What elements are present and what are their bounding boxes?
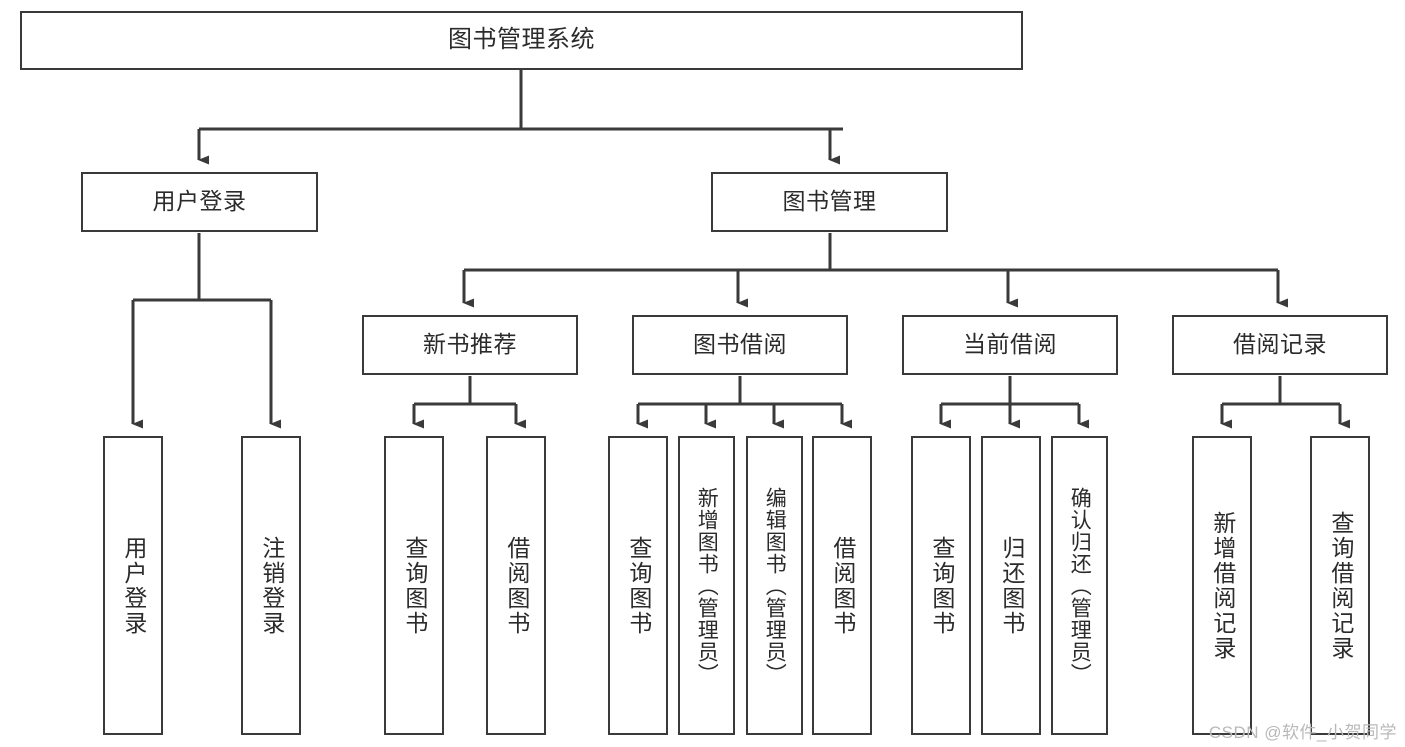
node-borrow-record[interactable]: 借阅记录 xyxy=(1172,315,1388,375)
node-book-borrow[interactable]: 图书借阅 xyxy=(632,315,848,375)
leaf-logout[interactable]: 注销登录 xyxy=(241,436,301,735)
node-label: 确认归还（管理员） xyxy=(1068,486,1092,685)
leaf-query-borrow-record[interactable]: 查询借阅记录 xyxy=(1310,436,1370,735)
leaf-add-book-admin[interactable]: 新增图书（管理员） xyxy=(678,436,735,735)
node-new-book-recommend[interactable]: 新书推荐 xyxy=(362,315,578,375)
node-label: 借阅图书 xyxy=(829,535,856,636)
leaf-user-login[interactable]: 用户登录 xyxy=(103,436,163,735)
node-label: 注销登录 xyxy=(258,535,285,636)
node-user-login[interactable]: 用户登录 xyxy=(81,172,318,232)
leaf-query-book-current[interactable]: 查询图书 xyxy=(911,436,971,735)
node-label: 查询图书 xyxy=(928,535,955,636)
node-label: 用户登录 xyxy=(120,535,147,636)
node-label: 查询借阅记录 xyxy=(1327,510,1354,661)
node-label: 归还图书 xyxy=(998,535,1025,636)
node-label: 用户登录 xyxy=(152,188,247,215)
node-root-system[interactable]: 图书管理系统 xyxy=(20,11,1023,70)
leaf-confirm-return-admin[interactable]: 确认归还（管理员） xyxy=(1051,436,1108,735)
leaf-query-book-new[interactable]: 查询图书 xyxy=(384,436,444,735)
node-label: 图书借阅 xyxy=(693,331,787,358)
node-label: 新增借阅记录 xyxy=(1209,510,1236,661)
node-label: 查询图书 xyxy=(625,535,652,636)
watermark: CSDN @软件_小贺同学 xyxy=(1208,723,1397,742)
leaf-borrow-book[interactable]: 借阅图书 xyxy=(812,436,872,735)
leaf-return-book[interactable]: 归还图书 xyxy=(981,436,1041,735)
node-label: 新书推荐 xyxy=(423,331,517,358)
leaf-query-book-borrow[interactable]: 查询图书 xyxy=(608,436,668,735)
node-label: 编辑图书（管理员） xyxy=(763,486,787,685)
node-label: 图书管理 xyxy=(782,188,877,215)
node-label: 图书管理系统 xyxy=(448,26,595,54)
leaf-edit-book-admin[interactable]: 编辑图书（管理员） xyxy=(746,436,803,735)
node-label: 借阅记录 xyxy=(1233,331,1327,358)
node-current-borrow[interactable]: 当前借阅 xyxy=(902,315,1118,375)
leaf-add-borrow-record[interactable]: 新增借阅记录 xyxy=(1192,436,1252,735)
node-label: 当前借阅 xyxy=(963,331,1057,358)
node-label: 借阅图书 xyxy=(503,535,530,636)
leaf-borrow-book-new[interactable]: 借阅图书 xyxy=(486,436,546,735)
node-label: 新增图书（管理员） xyxy=(695,486,719,685)
node-label: 查询图书 xyxy=(401,535,428,636)
node-book-management[interactable]: 图书管理 xyxy=(711,172,948,232)
